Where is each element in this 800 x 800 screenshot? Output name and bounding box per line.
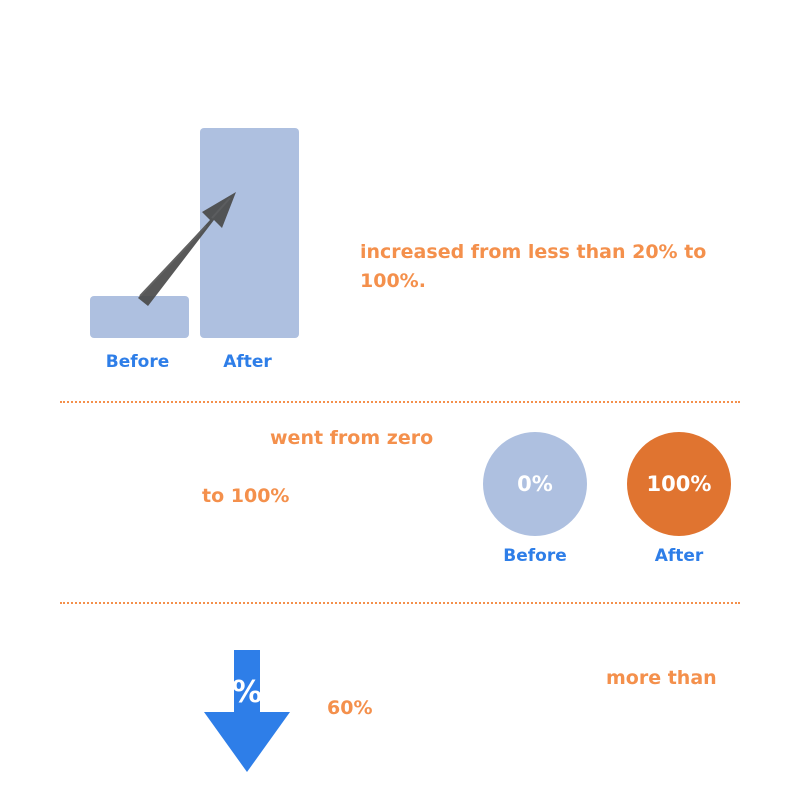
before-after-bar-chart xyxy=(90,128,299,338)
trend-arrow-up-icon xyxy=(138,192,236,306)
increase-headline: increased from less than 20% to 100%. xyxy=(360,241,707,292)
after-circle: 100% xyxy=(627,432,731,536)
bar-label-before: Before xyxy=(105,352,170,372)
bar-after xyxy=(200,128,299,338)
before-circle-label: Before xyxy=(503,546,567,566)
bars-group xyxy=(90,128,299,338)
bar-before xyxy=(90,296,189,338)
after-circle-value: 100% xyxy=(646,472,712,496)
before-circle-value: 0% xyxy=(517,472,553,496)
after-circle-label: After xyxy=(654,546,704,566)
divider-2 xyxy=(60,602,740,604)
before-circle: 0% xyxy=(483,432,587,536)
sixty-percent-text: 60% xyxy=(327,697,373,719)
down-arrow-icon: % xyxy=(204,650,290,772)
divider-1 xyxy=(60,401,740,403)
bar-label-after: After xyxy=(223,352,272,372)
went-from-zero-text: went from zero xyxy=(270,427,434,449)
more-than-text: more than xyxy=(606,667,717,689)
to-100-text: to 100% xyxy=(202,485,290,507)
down-arrow-text: % xyxy=(232,675,262,710)
